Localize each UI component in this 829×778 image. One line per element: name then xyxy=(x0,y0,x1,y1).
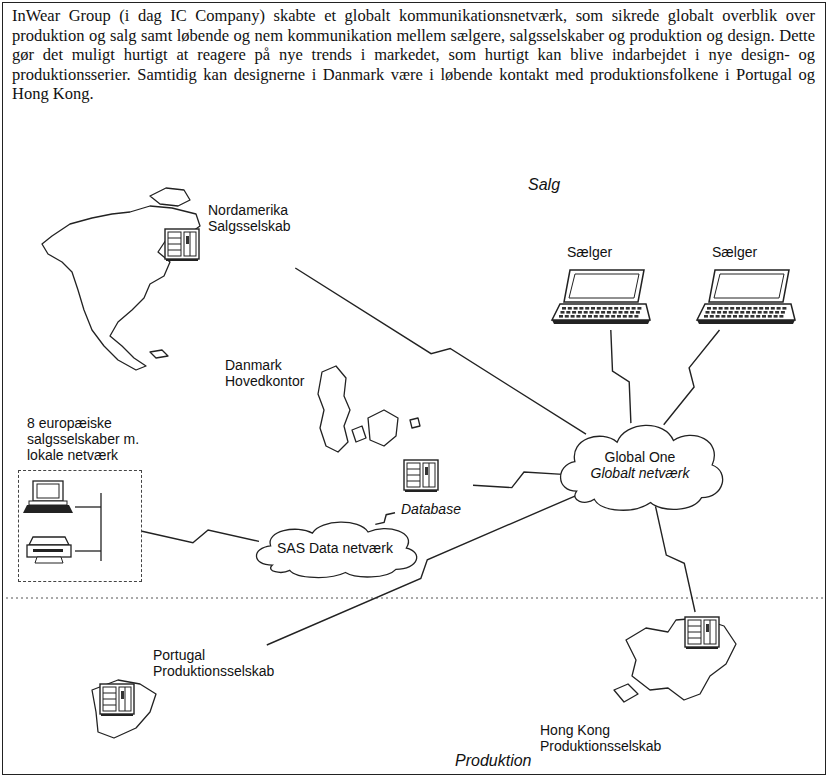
node-label: Hong Kong Produktionsselskab xyxy=(540,722,674,754)
zealand-map xyxy=(368,410,398,446)
caption-paragraph: InWear Group (i dag IC Company) skabte e… xyxy=(12,6,815,104)
caribbean-map xyxy=(150,350,168,358)
network-cloud: SAS Data netværk xyxy=(248,516,422,580)
network-cloud: Global OneGlobalt netværk xyxy=(552,416,728,514)
network-subtitle: Globalt netværk xyxy=(591,465,690,481)
lan-icons xyxy=(19,471,139,583)
site-node: Hong Kong Produktionsselskab xyxy=(680,612,726,654)
jutland-map xyxy=(318,366,350,452)
network-link xyxy=(375,513,395,525)
node-label: Sælger xyxy=(712,244,757,260)
site-node: Sælger xyxy=(545,240,657,330)
node-label: Portugal Produktionsselskab xyxy=(153,647,277,679)
site-node: Sælger xyxy=(690,240,802,330)
cloud-text-group: Global OneGlobalt netværk xyxy=(552,416,728,514)
network-name: Global One xyxy=(605,449,676,465)
site-node: Danmark HovedkontorDatabase xyxy=(395,455,473,525)
network-link xyxy=(611,330,631,423)
network-name: SAS Data netværk xyxy=(277,540,393,556)
network-link xyxy=(142,530,259,543)
network-link xyxy=(656,506,696,612)
node-label: 8 europæiske salgsselskaber m. lokale ne… xyxy=(27,415,167,463)
laptop-icon xyxy=(550,268,652,330)
computer-icon xyxy=(403,459,439,497)
node-label: Sælger xyxy=(567,244,612,260)
computer-icon xyxy=(684,616,720,654)
island-map xyxy=(614,684,638,702)
cloud-text-group: SAS Data netværk xyxy=(248,516,422,580)
bornholm-map xyxy=(410,418,420,428)
site-node: Nordamerika Salgsselskab xyxy=(160,198,308,268)
local-network-box: 8 europæiske salgsselskaber m. lokale ne… xyxy=(18,470,142,582)
node-label: Nordamerika Salgsselskab xyxy=(208,202,304,234)
node-label: Database xyxy=(401,501,461,517)
computer-icon xyxy=(99,683,135,721)
section-label: Salg xyxy=(528,176,560,194)
computer-icon xyxy=(164,228,200,266)
laptop-icon xyxy=(695,268,797,330)
network-link xyxy=(295,268,586,434)
funen-map xyxy=(352,426,366,442)
iberia-map xyxy=(92,680,156,738)
site-node: Portugal Produktionsselskab xyxy=(95,645,281,721)
hong-kong-map xyxy=(626,618,736,700)
sales-production-divider xyxy=(6,598,823,599)
network-link xyxy=(664,330,720,425)
node-label: Danmark Hovedkontor xyxy=(225,357,325,389)
section-label: Produktion xyxy=(455,752,532,770)
north-america-map xyxy=(42,206,200,370)
network-link xyxy=(473,472,563,488)
greenland-map xyxy=(150,188,190,206)
